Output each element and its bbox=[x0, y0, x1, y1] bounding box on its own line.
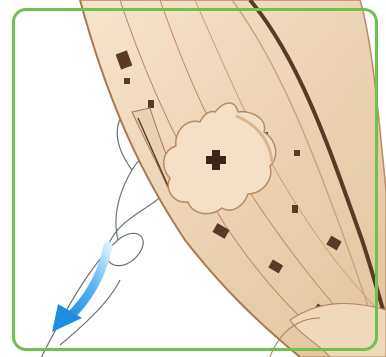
assembly-diagram bbox=[0, 0, 386, 357]
instruction-illustration bbox=[0, 0, 386, 357]
